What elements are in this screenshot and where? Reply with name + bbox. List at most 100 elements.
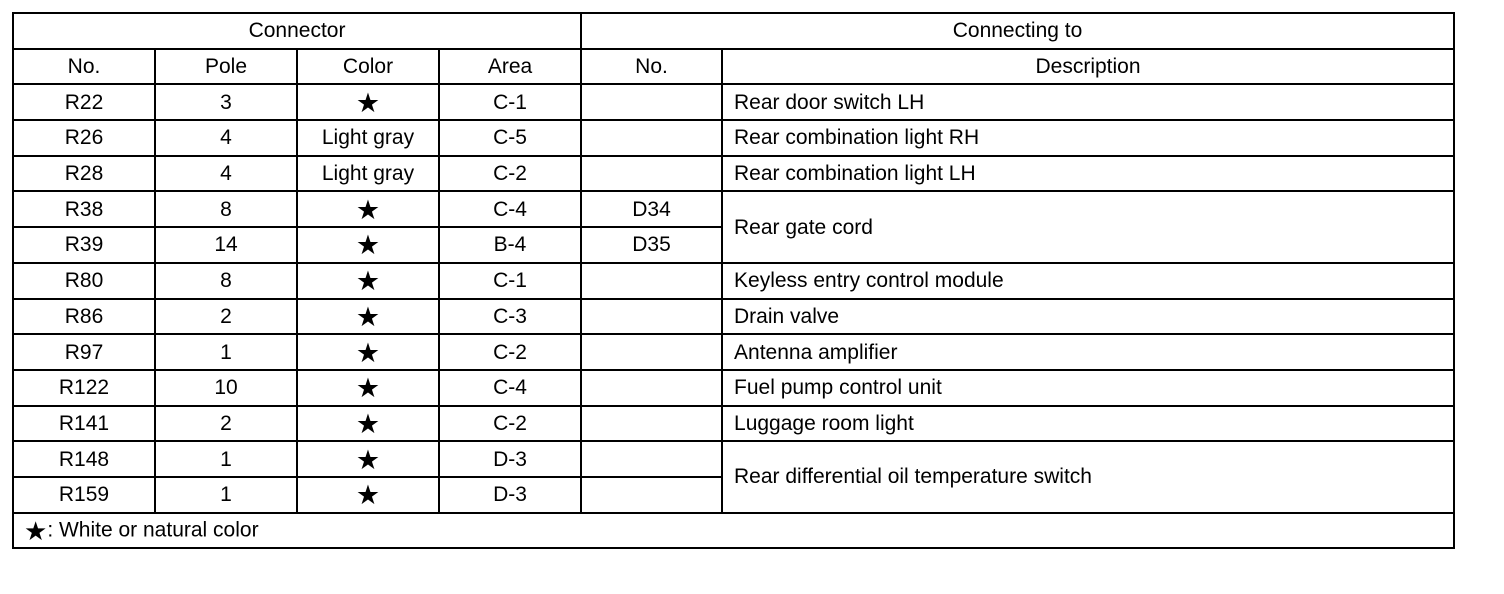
cell-description: Rear differential oil temperature switch (721, 440, 1456, 514)
cell-no: R122 (12, 368, 156, 407)
cell-description: Fuel pump control unit (721, 368, 1456, 407)
star-icon: ★ (355, 480, 381, 511)
column-header-area: Area (437, 47, 583, 86)
star-icon: ★ (355, 266, 381, 297)
cell-area: C-4 (437, 190, 583, 229)
cell-pole: 8 (154, 261, 298, 300)
cell-pole: 2 (154, 297, 298, 336)
cell-area: C-2 (437, 154, 583, 193)
cell-no: R26 (12, 119, 156, 157)
cell-connecting-no: D35 (580, 226, 724, 264)
cell-color: ★ (296, 190, 440, 229)
cell-color: ★ (296, 404, 440, 443)
cell-color: ★ (296, 333, 440, 371)
legend-cell: ★: White or natural color (11, 511, 1456, 550)
cell-description: Rear gate cord (721, 190, 1456, 264)
cell-pole: 3 (154, 83, 298, 122)
cell-pole: 4 (154, 119, 298, 157)
cell-color: Light gray (296, 119, 440, 157)
cell-area: C-5 (437, 119, 583, 157)
cell-no: R86 (12, 297, 156, 336)
cell-area: C-4 (437, 368, 583, 407)
connector-group-header: Connector (11, 12, 583, 50)
cell-connecting-no (580, 475, 724, 514)
cell-no: R38 (12, 190, 156, 229)
cell-connecting-no (580, 333, 724, 371)
cell-no: R159 (12, 475, 156, 514)
cell-pole: 1 (154, 440, 298, 478)
star-icon: ★ (355, 230, 381, 261)
group-header-row: Connector Connecting to (11, 12, 1456, 50)
cell-connecting-no (580, 440, 724, 478)
column-header-description: Description (721, 47, 1456, 86)
cell-description: Rear door switch LH (721, 83, 1456, 122)
cell-area: C-2 (437, 333, 583, 371)
cell-no: R148 (12, 440, 156, 478)
cell-no: R39 (12, 226, 156, 264)
legend-text: : White or natural color (47, 518, 259, 542)
cell-connecting-no (580, 297, 724, 336)
cell-pole: 1 (154, 475, 298, 514)
cell-connecting-no (580, 368, 724, 407)
cell-description: Rear combination light LH (721, 154, 1456, 193)
cell-pole: 1 (154, 333, 298, 371)
cell-connecting-no (580, 154, 724, 193)
cell-description: Rear combination light RH (721, 119, 1456, 157)
cell-description: Drain valve (721, 297, 1456, 336)
cell-area: C-1 (437, 261, 583, 300)
cell-connecting-no (580, 83, 724, 122)
cell-no: R80 (12, 261, 156, 300)
column-header-pole: Pole (154, 47, 298, 86)
connecting-to-group-header: Connecting to (580, 12, 1456, 50)
cell-pole: 4 (154, 154, 298, 193)
star-icon: ★ (355, 373, 381, 404)
cell-color: ★ (296, 475, 440, 514)
cell-connecting-no (580, 261, 724, 300)
column-header-connecting-no: No. (580, 47, 724, 86)
cell-pole: 14 (154, 226, 298, 264)
cell-connecting-no (580, 404, 724, 443)
cell-color: Light gray (296, 154, 440, 193)
cell-color: ★ (296, 226, 440, 264)
cell-area: B-4 (437, 226, 583, 264)
star-icon: ★ (355, 337, 381, 368)
star-icon: ★ (355, 87, 381, 118)
connector-table: Connector Connecting to No. Pole Color A… (11, 12, 1456, 550)
cell-area: D-3 (437, 440, 583, 478)
column-header-no: No. (12, 47, 156, 86)
cell-area: C-2 (437, 404, 583, 443)
star-icon: ★ (355, 444, 381, 475)
cell-description: Luggage room light (721, 404, 1456, 443)
star-icon: ★ (355, 194, 381, 225)
cell-area: C-3 (437, 297, 583, 336)
cell-no: R97 (12, 333, 156, 371)
cell-description: Antenna amplifier (721, 333, 1456, 371)
cell-pole: 2 (154, 404, 298, 443)
cell-color: ★ (296, 297, 440, 336)
column-header-row: No. Pole Color Area No. Description (12, 47, 1456, 86)
cell-no: R22 (12, 83, 156, 122)
column-header-color: Color (296, 47, 440, 86)
cell-no: R28 (12, 154, 156, 193)
legend-row: ★: White or natural color (11, 511, 1456, 550)
cell-no: R141 (12, 404, 156, 443)
cell-color: ★ (296, 261, 440, 300)
cell-color: ★ (296, 440, 440, 478)
cell-pole: 10 (154, 368, 298, 407)
cell-connecting-no: D34 (580, 190, 724, 229)
cell-area: D-3 (437, 475, 583, 514)
star-icon: ★ (355, 408, 381, 439)
